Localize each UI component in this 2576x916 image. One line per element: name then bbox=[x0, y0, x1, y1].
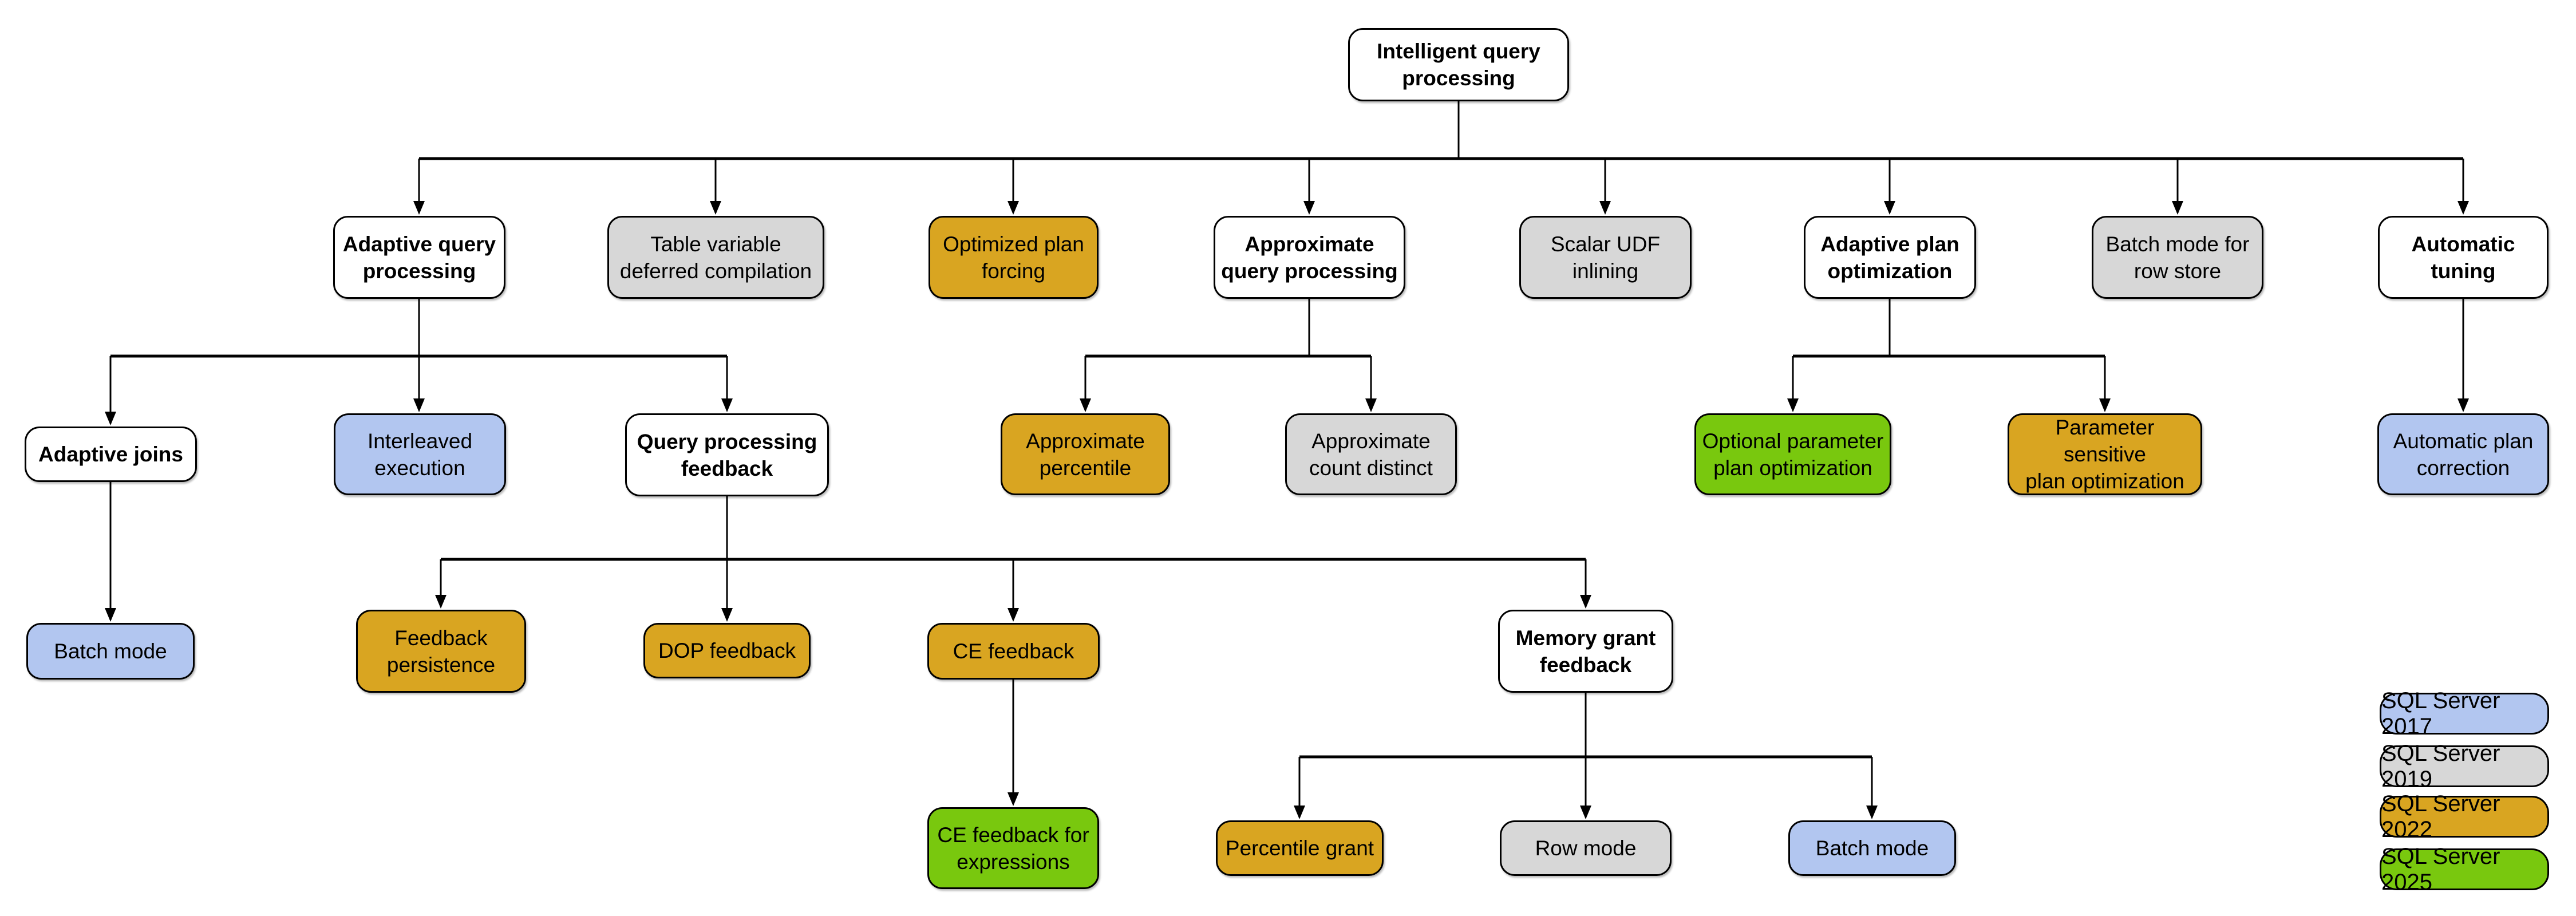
node-ce-feedback: CE feedback bbox=[927, 623, 1100, 680]
node-automatic-plan-correction: Automatic plan correction bbox=[2377, 413, 2549, 495]
node-batch-mode-memory-grant: Batch mode bbox=[1788, 820, 1956, 876]
node-optional-parameter-plan-optimization: Optional parameter plan optimization bbox=[1694, 413, 1891, 495]
node-optimized-plan-forcing: Optimized plan forcing bbox=[929, 216, 1099, 299]
node-batch-mode-for-row-store: Batch mode for row store bbox=[2092, 216, 2263, 299]
node-scalar-udf-inlining: Scalar UDF inlining bbox=[1519, 216, 1692, 299]
node-memory-grant-feedback: Memory grant feedback bbox=[1498, 610, 1673, 693]
arrow-drops bbox=[105, 159, 2469, 819]
node-approximate-percentile: Approximate percentile bbox=[1001, 413, 1170, 495]
node-intelligent-query-processing: Intelligent query processing bbox=[1348, 28, 1569, 101]
node-query-processing-feedback: Query processing feedback bbox=[625, 413, 829, 496]
node-adaptive-plan-optimization: Adaptive plan optimization bbox=[1804, 216, 1976, 299]
stem-lines bbox=[418, 101, 1891, 757]
node-percentile-grant: Percentile grant bbox=[1216, 820, 1384, 876]
node-ce-feedback-for-expressions: CE feedback for expressions bbox=[927, 807, 1099, 889]
node-automatic-tuning: Automatic tuning bbox=[2378, 216, 2549, 299]
node-parameter-sensitive-plan-optimization: Parameter sensitive plan optimization bbox=[2008, 413, 2202, 495]
node-interleaved-execution: Interleaved execution bbox=[334, 413, 506, 495]
node-approximate-query-processing: Approximate query processing bbox=[1214, 216, 1405, 299]
node-adaptive-query-processing: Adaptive query processing bbox=[333, 216, 505, 299]
legend-item-sql-server-2022: SQL Server 2022 bbox=[2380, 791, 2549, 842]
node-adaptive-joins: Adaptive joins bbox=[25, 427, 197, 482]
node-batch-mode-adaptive-joins: Batch mode bbox=[26, 623, 195, 680]
node-feedback-persistence: Feedback persistence bbox=[356, 610, 526, 693]
node-dop-feedback: DOP feedback bbox=[643, 623, 811, 678]
node-table-variable-deferred-compilation: Table variable deferred compilation bbox=[607, 216, 824, 299]
legend-item-sql-server-2025: SQL Server 2025 bbox=[2380, 844, 2549, 895]
legend-item-sql-server-2019: SQL Server 2019 bbox=[2380, 741, 2549, 792]
node-row-mode: Row mode bbox=[1500, 820, 1672, 876]
legend-item-sql-server-2017: SQL Server 2017 bbox=[2380, 688, 2549, 739]
node-approximate-count-distinct: Approximate count distinct bbox=[1285, 413, 1457, 495]
